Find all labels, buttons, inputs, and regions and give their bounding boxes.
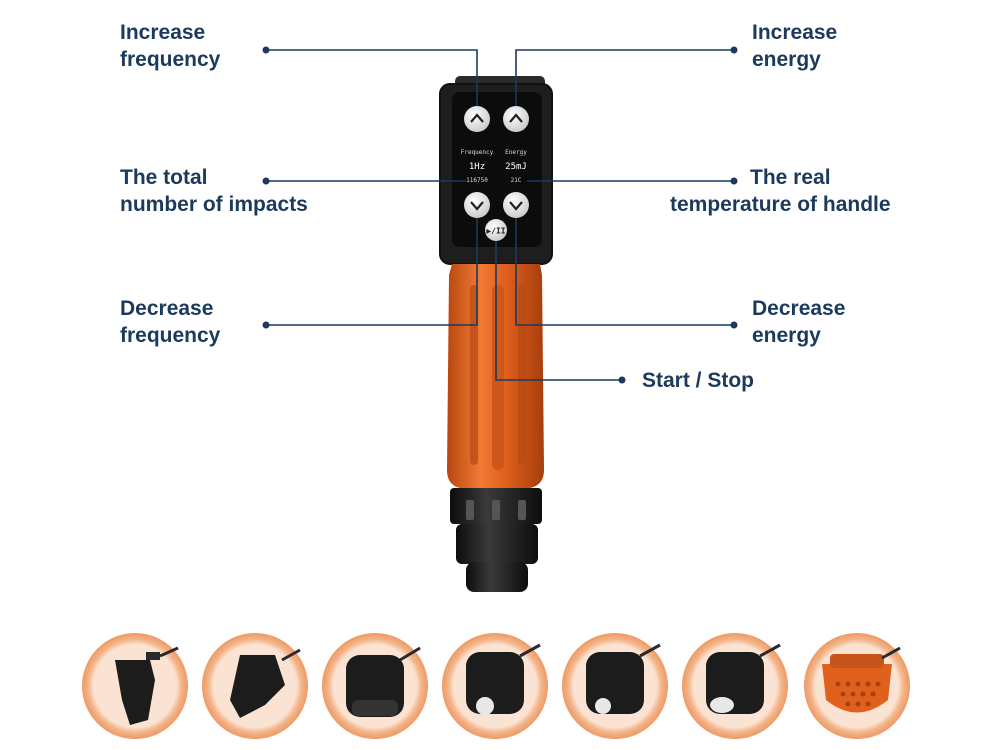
applicator-head-6 bbox=[682, 633, 788, 739]
applicator-head-1 bbox=[82, 633, 188, 739]
collar-slot-3 bbox=[518, 500, 526, 520]
chevron-up-icon bbox=[470, 113, 484, 123]
applicator-heads-row bbox=[82, 633, 910, 739]
chevron-up-icon bbox=[509, 113, 523, 123]
label-decrease-frequency: Decrease frequency bbox=[120, 297, 221, 347]
applicator-head-4 bbox=[442, 633, 548, 739]
device-nozzle-tip bbox=[466, 562, 528, 592]
leader-dot-decrease-energy bbox=[730, 321, 738, 329]
handle-groove-right bbox=[518, 285, 526, 465]
increase-frequency-button[interactable] bbox=[464, 106, 490, 132]
leader-increase-frequency bbox=[266, 49, 478, 106]
label-real-temperature: The real temperature of handle bbox=[670, 166, 891, 216]
handle-groove-left bbox=[470, 285, 478, 465]
collar-slot-1 bbox=[466, 500, 474, 520]
applicator-head-3 bbox=[322, 633, 428, 739]
device-nozzle-mid bbox=[456, 524, 538, 564]
decrease-energy-button[interactable] bbox=[503, 192, 529, 218]
collar-slot-2 bbox=[492, 500, 500, 520]
chevron-down-icon bbox=[470, 201, 484, 211]
label-start-stop: Start / Stop bbox=[642, 369, 755, 392]
applicator-head-5 bbox=[562, 633, 668, 739]
screen-energy-header: Energy bbox=[505, 149, 527, 156]
applicator-head-7 bbox=[804, 633, 910, 739]
increase-energy-button[interactable] bbox=[503, 106, 529, 132]
label-increase-frequency: Increase frequency bbox=[120, 21, 221, 71]
leader-start-stop bbox=[495, 241, 622, 381]
label-increase-energy: Increase energy bbox=[752, 21, 838, 71]
screen-frequency-header: Frequency bbox=[461, 149, 494, 156]
leader-dot-increase-frequency bbox=[262, 46, 270, 54]
leader-dot-total-impacts bbox=[262, 177, 270, 185]
handle-groove-center bbox=[492, 285, 504, 470]
applicator-head-2 bbox=[202, 633, 308, 739]
leader-dot-start-stop bbox=[618, 376, 626, 384]
leader-dot-real-temperature bbox=[730, 177, 738, 185]
start-stop-button[interactable]: ▶/II bbox=[485, 219, 507, 241]
leader-decrease-energy bbox=[515, 218, 734, 326]
decrease-frequency-button[interactable] bbox=[464, 192, 490, 218]
screen-impacts-value: 116750 bbox=[466, 177, 488, 184]
screen-frequency-value: 1Hz bbox=[469, 162, 485, 172]
leader-dot-decrease-frequency bbox=[262, 321, 270, 329]
label-decrease-energy: Decrease energy bbox=[752, 297, 846, 347]
play-pause-icon: ▶/II bbox=[486, 227, 505, 236]
screen-energy-value: 25mJ bbox=[505, 162, 527, 172]
leader-increase-energy bbox=[515, 49, 734, 106]
screen-temperature-value: 21C bbox=[511, 177, 522, 184]
chevron-down-icon bbox=[509, 201, 523, 211]
leader-decrease-frequency bbox=[266, 218, 478, 326]
leader-dot-increase-energy bbox=[730, 46, 738, 54]
label-total-impacts: The total number of impacts bbox=[120, 166, 308, 216]
